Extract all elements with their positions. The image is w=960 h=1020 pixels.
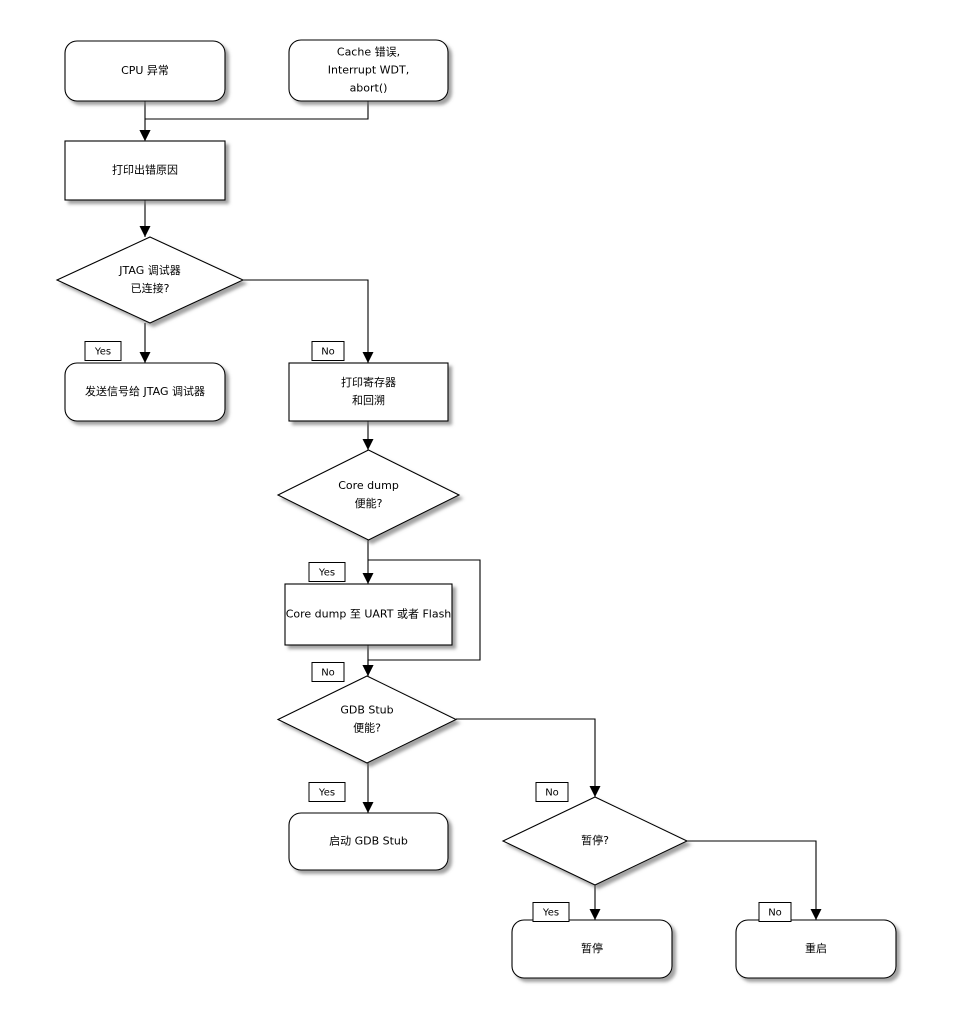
edge-label-box [311, 662, 345, 682]
edges-layer [139, 101, 822, 920]
edge-arrowhead [362, 352, 374, 363]
node-cache-error[interactable]: Cache 错误, Interrupt WDT, abort() [288, 39, 449, 102]
node-halt[interactable]: 暂停 [511, 919, 673, 979]
node-shape-diamond [276, 675, 458, 764]
node-gdbstub-enabled[interactable]: GDB Stub 便能? [276, 675, 458, 764]
node-shape-rounded-rect [288, 812, 449, 871]
node-label-line: 重启 [805, 941, 827, 955]
node-label-line: 发送信号给 JTAG 调试器 [85, 384, 205, 398]
edge-path [243, 279, 369, 363]
edge-arrowhead [810, 909, 822, 920]
node-print-error-reason[interactable]: 打印出错原因 [64, 140, 226, 201]
edge-e-cache-to-print [139, 101, 369, 141]
node-shape-rounded-rect [511, 919, 673, 979]
node-label-line: Cache 错误, [337, 45, 400, 59]
node-label-line: 和回溯 [352, 394, 385, 407]
edge-label-text: Yes [94, 347, 111, 358]
edge-e-halt-yes [589, 885, 601, 920]
node-shape-rounded-rect [64, 40, 226, 102]
edge-label-text: No [768, 908, 782, 919]
node-label-line: 打印出错原因 [112, 163, 178, 177]
node-start-gdbstub[interactable]: 启动 GDB Stub [288, 812, 449, 871]
node-label-line: GDB Stub [340, 704, 393, 717]
edge-label-box [84, 341, 122, 361]
node-shape-diamond [55, 236, 245, 324]
edge-label-e-jtag-yes: Yes [84, 341, 122, 361]
node-cpu-exception[interactable]: CPU 异常 [64, 40, 226, 102]
node-label-line: abort() [350, 82, 388, 95]
edge-label-box [535, 782, 569, 802]
edge-label-e-coredump-yes: Yes [308, 562, 346, 582]
edge-e-jtag-no [243, 279, 374, 363]
edge-e-gdbstub-yes [362, 763, 374, 813]
edge-e-jtag-yes [139, 323, 151, 363]
node-label-line: 已连接? [131, 282, 170, 295]
edge-e-dump-to-gdbstub [362, 645, 374, 676]
edge-label-e-gdbstub-no: No [535, 782, 569, 802]
node-label-line: 暂停? [581, 833, 609, 847]
node-label-line: 便能? [355, 496, 383, 510]
edge-label-text: Yes [542, 908, 559, 919]
edge-label-text: No [321, 668, 335, 679]
edge-label-box [308, 782, 346, 802]
edge-label-box [308, 562, 346, 582]
edge-label-text: No [321, 347, 335, 358]
edge-label-box [758, 902, 792, 922]
node-label-line: 便能? [353, 721, 381, 735]
node-shape-rect [288, 362, 449, 422]
node-shape-rounded-rect [288, 39, 449, 102]
node-shape-rect [284, 583, 453, 646]
edge-arrowhead [362, 802, 374, 813]
edge-arrowhead [589, 909, 601, 920]
edge-e-gdbstub-no [456, 718, 601, 797]
edge-label-e-halt-yes: Yes [532, 902, 570, 922]
edge-e-print-to-jtag [139, 200, 151, 237]
edge-label-box [311, 341, 345, 361]
edge-e-halt-no [687, 840, 822, 920]
node-shape-diamond [276, 449, 461, 541]
edge-arrowhead [139, 130, 151, 141]
edge-e-registers-to-coredump [362, 421, 374, 450]
edge-arrowhead [139, 226, 151, 237]
node-shape-diamond [501, 796, 689, 886]
edge-arrowhead [362, 439, 374, 450]
node-shape-rounded-rect [735, 919, 897, 979]
node-coredump-enabled[interactable]: Core dump 便能? [276, 449, 461, 541]
edge-arrowhead [589, 786, 601, 797]
edge-path [456, 718, 596, 797]
edge-label-text: No [545, 788, 559, 799]
node-reboot[interactable]: 重启 [735, 919, 897, 979]
edge-label-e-jtag-no: No [311, 341, 345, 361]
edge-label-text: Yes [318, 568, 335, 579]
edge-arrowhead [362, 573, 374, 584]
node-shape-rect [64, 140, 226, 201]
edge-label-e-halt-no: No [758, 902, 792, 922]
edge-arrowhead [362, 665, 374, 676]
node-label-line: 启动 GDB Stub [329, 835, 408, 848]
node-shape-rounded-rect [64, 362, 226, 422]
edge-path [145, 101, 369, 120]
node-label-line: 暂停 [581, 941, 603, 955]
node-signal-jtag[interactable]: 发送信号给 JTAG 调试器 [64, 362, 226, 422]
node-coredump-to-uart-flash[interactable]: Core dump 至 UART 或者 Flash [284, 583, 453, 646]
edge-label-box [532, 902, 570, 922]
node-label-line: Interrupt WDT, [328, 64, 409, 77]
edge-label-text: Yes [318, 788, 335, 799]
edge-label-e-gdbstub-yes: Yes [308, 782, 346, 802]
edge-arrowhead [139, 352, 151, 363]
node-label-line: 打印寄存器 [341, 375, 396, 389]
node-label-line: CPU 异常 [121, 64, 169, 77]
node-label-line: Core dump [338, 479, 399, 492]
node-label-line: Core dump 至 UART 或者 Flash [286, 608, 452, 621]
nodes-layer: CPU 异常 Cache 错误, Interrupt WDT, abort() 打印出错… [55, 39, 897, 979]
edge-path [687, 840, 817, 920]
edge-label-e-coredump-no: No [311, 662, 345, 682]
node-label-line: JTAG 调试器 [118, 264, 180, 277]
edge-e-coredump-yes [362, 540, 374, 584]
node-halt-question[interactable]: 暂停? [501, 796, 689, 886]
